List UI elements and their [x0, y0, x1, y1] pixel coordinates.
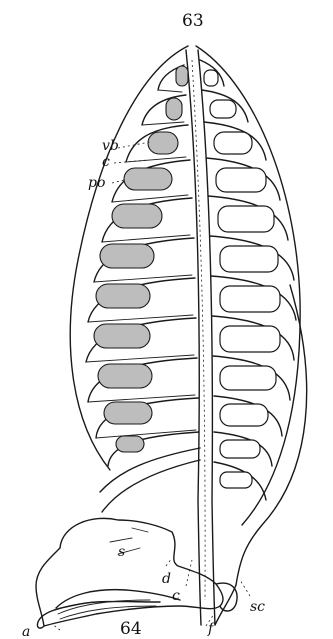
leader-a [52, 624, 60, 630]
left-lower-scale-1 [100, 448, 200, 492]
leader-vb [118, 142, 150, 148]
left-stalk-2 [142, 122, 184, 125]
left-stalk-6 [94, 275, 192, 282]
pollen-sac-8 [94, 324, 150, 348]
pollen-sac-6 [100, 244, 154, 268]
empty-sac-4 [216, 168, 266, 192]
pollen-sac-7 [96, 284, 150, 308]
pollen-sac-4 [124, 168, 172, 190]
figure-63-drawing [70, 46, 306, 625]
pollen-sac-5 [112, 204, 162, 228]
pollen-sac-1 [176, 66, 188, 86]
leader-sc [240, 580, 250, 596]
label-sc: sc [250, 599, 265, 615]
sterile-scale-join [215, 585, 236, 625]
pollen-sac-2 [166, 98, 182, 120]
empty-sac-8 [220, 326, 280, 352]
empty-sac-5 [218, 206, 274, 232]
empty-sac-1 [204, 70, 218, 86]
leader-d [166, 558, 172, 566]
left-stalk-8 [86, 355, 194, 362]
empty-sac-10 [220, 404, 268, 426]
empty-sac-6 [220, 246, 278, 272]
figure-number-64: 64 [120, 619, 142, 639]
empty-sac-11 [220, 440, 260, 458]
axis-line-left [186, 50, 201, 625]
label-c: c [102, 154, 110, 170]
empty-sac-7 [220, 286, 280, 312]
left-stalk-1 [158, 90, 182, 92]
label-c-lower: c [172, 588, 180, 604]
axis-line-right [198, 50, 215, 625]
scale-outline-top [44, 518, 223, 626]
left-stalk-9 [88, 395, 195, 402]
pollen-sac-10 [104, 402, 152, 424]
empty-sac-3 [214, 132, 252, 154]
label-d: d [162, 571, 171, 587]
left-stalk-7 [88, 315, 193, 322]
left-lower-scale-2 [102, 460, 200, 512]
figure-64-drawing [36, 518, 237, 630]
label-po: po [88, 175, 105, 191]
label-vb: vb [102, 138, 119, 154]
pollen-sac-3 [148, 132, 178, 154]
empty-sac-9 [220, 366, 276, 390]
surface-hatching [110, 528, 148, 554]
left-stalk-5 [102, 235, 190, 242]
label-s: s [118, 544, 125, 560]
empty-sac-2 [210, 100, 236, 118]
pollen-sac-9 [98, 364, 152, 388]
left-stalk-4 [112, 195, 188, 202]
figure-number-63: 63 [182, 11, 204, 31]
pollen-sac-11 [116, 436, 144, 452]
leader-c-lower [186, 560, 192, 586]
label-a: a [22, 624, 30, 639]
empty-sac-12 [220, 472, 252, 488]
scale-outline-left [36, 548, 60, 626]
